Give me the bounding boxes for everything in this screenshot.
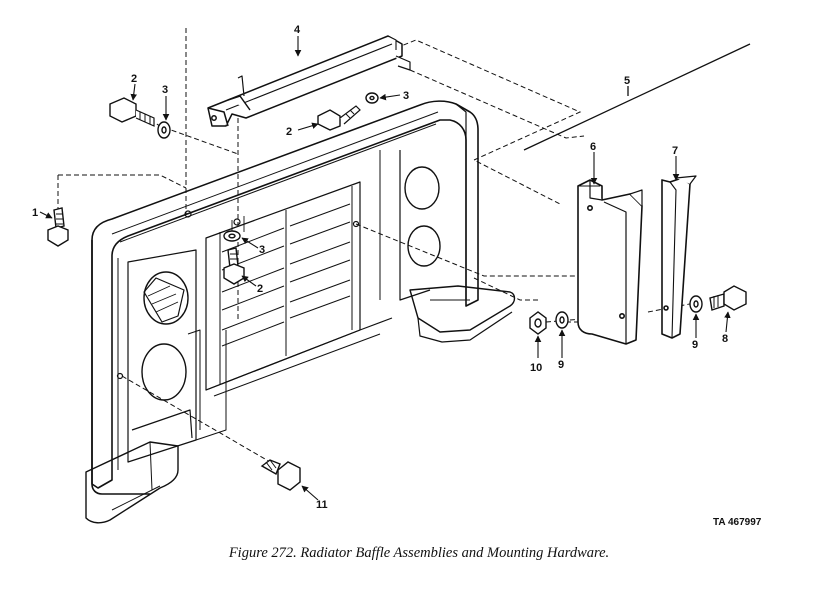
callout-3-bracket: 3 xyxy=(403,90,409,102)
washer-9-right xyxy=(689,295,703,313)
callout-9-right: 9 xyxy=(692,339,698,351)
washer-9-left xyxy=(555,311,569,329)
washer-3-lower xyxy=(223,230,241,242)
washer-3-upper-left xyxy=(157,121,171,139)
bolt-8 xyxy=(709,285,747,311)
callout-3-lower: 3 xyxy=(259,244,265,256)
callout-5: 5 xyxy=(624,75,630,87)
figure-code: TA 467997 xyxy=(713,517,762,528)
callout-10: 10 xyxy=(530,362,542,374)
assembly-5-bracket xyxy=(523,43,751,151)
figure-caption: Figure 272. Radiator Baffle Assemblies a… xyxy=(228,545,610,561)
callout-4: 4 xyxy=(294,24,301,36)
screw-2-upper-left xyxy=(109,97,155,127)
nut-10 xyxy=(529,311,547,335)
baffle-6 xyxy=(577,179,643,345)
callout-numbers: 4 2 3 2 3 1 3 2 5 6 7 8 9 9 10 11 xyxy=(32,24,728,511)
top-bracket-4 xyxy=(207,35,411,127)
radiator-frame xyxy=(85,100,516,524)
callout-1: 1 xyxy=(32,207,38,219)
screw-2-bracket xyxy=(317,105,361,131)
bolt-1 xyxy=(47,207,69,247)
bolt-11 xyxy=(260,459,301,491)
callout-2-upper-left: 2 xyxy=(131,73,137,85)
callout-9-left: 9 xyxy=(558,359,564,371)
screw-2-lower xyxy=(223,247,245,285)
baffle-7 xyxy=(661,175,697,339)
callout-2-bracket: 2 xyxy=(286,126,292,138)
callout-3-upper-left: 3 xyxy=(162,84,168,96)
callout-8: 8 xyxy=(722,333,728,345)
callout-11: 11 xyxy=(316,499,328,511)
callout-2-lower: 2 xyxy=(257,283,263,295)
callout-leaders xyxy=(39,36,731,501)
washer-3-bracket xyxy=(365,92,379,104)
callout-6: 6 xyxy=(590,141,596,153)
callout-7: 7 xyxy=(672,145,678,157)
exploded-view-diagram: 4 2 3 2 3 1 3 2 5 6 7 8 9 9 10 11 xyxy=(32,24,751,524)
